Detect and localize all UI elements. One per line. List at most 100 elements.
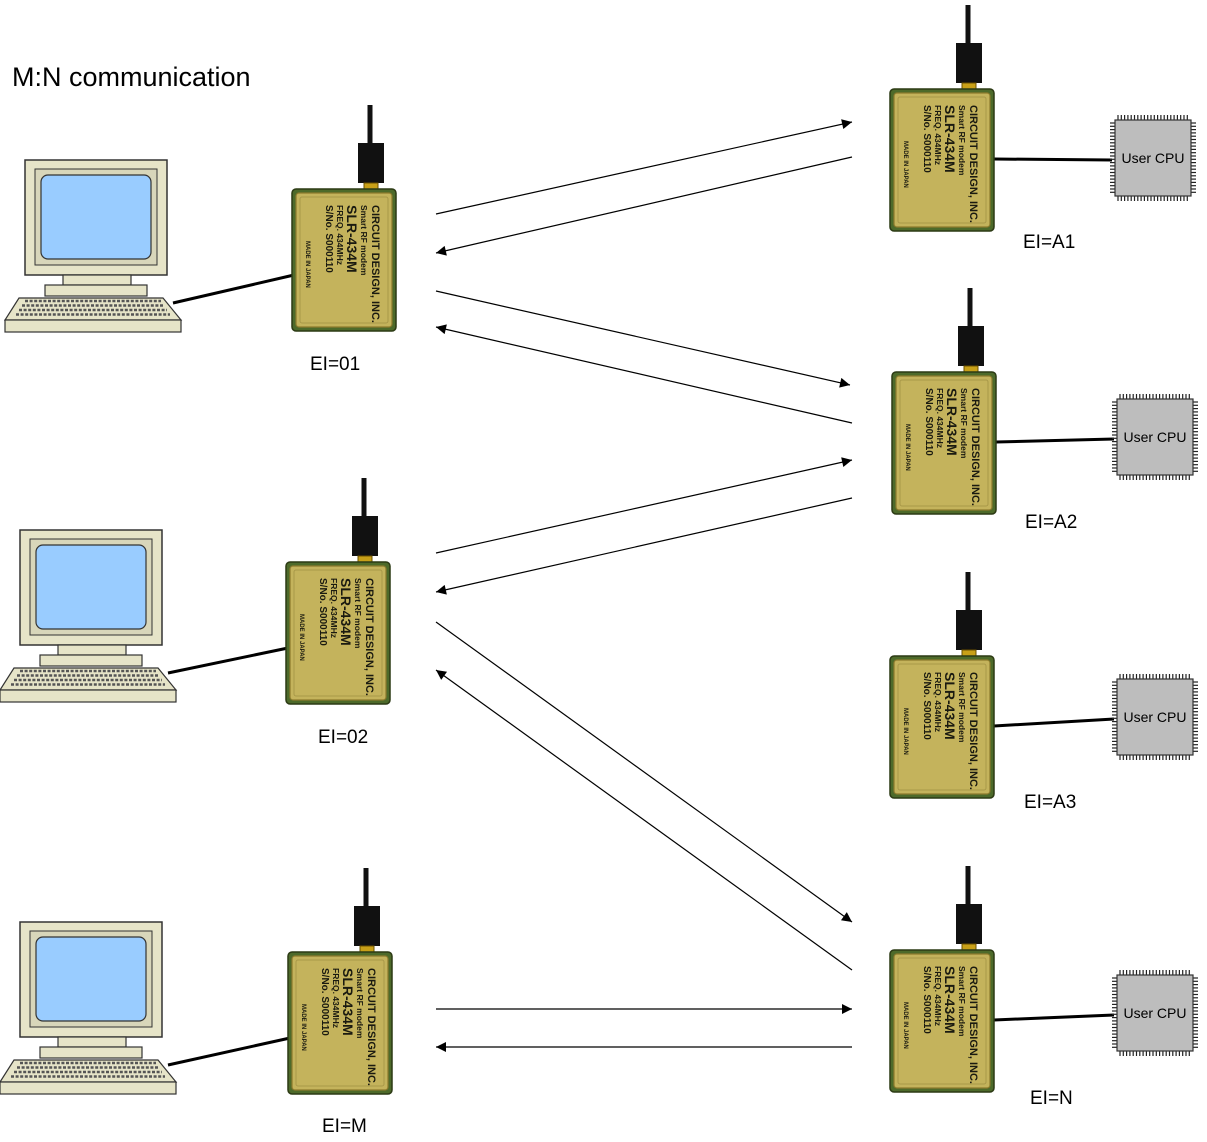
- modem-shield: [295, 192, 393, 328]
- modem-freq-text: FREQ. 434MHz: [335, 205, 345, 265]
- modem-serial-text: S/No. S000110: [323, 205, 334, 273]
- modem-subtitle-text: Smart RF modem: [957, 966, 967, 1037]
- rf-modem: CIRCUIT DESIGN, INC.Smart RF modemSLR-43…: [891, 288, 997, 515]
- rf-modem: CIRCUIT DESIGN, INC.Smart RF modemSLR-43…: [287, 868, 393, 1095]
- computer-icon: [0, 921, 178, 1095]
- ei-label-m3: EI=M: [322, 1116, 367, 1137]
- serial-cable: [167, 646, 289, 675]
- modem-freq-text: FREQ. 434MHz: [933, 966, 943, 1026]
- modem-origin-text: MADE IN JAPAN: [902, 1002, 908, 1049]
- modem-origin-text: MADE IN JAPAN: [300, 1004, 306, 1051]
- modem-brand-text: CIRCUIT DESIGN, INC.: [967, 672, 979, 790]
- link-arrow-m2-to-s2: [435, 457, 853, 554]
- modem-brand-text: CIRCUIT DESIGN, INC.: [365, 968, 377, 1086]
- modem-origin-text: MADE IN JAPAN: [902, 708, 908, 755]
- modem-serial-text: S/No. S000110: [921, 672, 932, 740]
- user-cpu-chip: User CPU: [1112, 394, 1198, 480]
- modem-freq-text: FREQ. 434MHz: [933, 105, 943, 165]
- screen: [35, 936, 147, 1022]
- serial-cable: [993, 717, 1115, 728]
- serial-cable: [993, 1013, 1115, 1022]
- modem-brand-text: CIRCUIT DESIGN, INC.: [967, 966, 979, 1084]
- rf-modem: CIRCUIT DESIGN, INC.Smart RF modemSLR-43…: [291, 105, 397, 332]
- link-arrow-m2-to-s4: [435, 621, 853, 923]
- ei-label-s2: EI=A2: [1025, 512, 1078, 533]
- antenna-connector: [956, 610, 982, 650]
- modem-origin-text: MADE IN JAPAN: [298, 614, 304, 661]
- modem-shield: [289, 565, 387, 701]
- ei-label-m2: EI=02: [318, 727, 369, 748]
- modem-shield: [893, 659, 991, 795]
- modem-subtitle-text: Smart RF modem: [957, 105, 967, 176]
- serial-cable: [167, 1036, 291, 1067]
- modem-origin-text: MADE IN JAPAN: [304, 241, 310, 288]
- modem-model-text: SLR-434M: [944, 388, 960, 456]
- modem-subtitle-text: Smart RF modem: [353, 578, 363, 649]
- modem-model-text: SLR-434M: [942, 966, 958, 1034]
- cpu-label: User CPU: [1123, 709, 1186, 725]
- modem-model-text: SLR-434M: [338, 578, 354, 646]
- modem-origin-text: MADE IN JAPAN: [904, 424, 910, 471]
- link-arrow-s1-to-m1: [435, 156, 853, 256]
- rf-modem: CIRCUIT DESIGN, INC.Smart RF modemSLR-43…: [285, 478, 391, 705]
- screen: [35, 544, 147, 630]
- modem-shield: [895, 375, 993, 511]
- serial-cable: [993, 157, 1113, 162]
- modem-subtitle-text: Smart RF modem: [957, 672, 967, 743]
- modem-brand-text: CIRCUIT DESIGN, INC.: [369, 205, 381, 323]
- cpu-label: User CPU: [1123, 429, 1186, 445]
- modem-shield: [291, 955, 389, 1091]
- ei-label-s4: EI=N: [1030, 1088, 1073, 1109]
- serial-cable: [172, 273, 295, 305]
- user-cpu-chip: User CPU: [1112, 970, 1198, 1056]
- cpu-label: User CPU: [1123, 1005, 1186, 1021]
- computer-icon: [3, 159, 183, 333]
- modem-subtitle-text: Smart RF modem: [359, 205, 369, 276]
- modem-shield: [893, 92, 991, 228]
- modem-freq-text: FREQ. 434MHz: [329, 578, 339, 638]
- modem-model-text: SLR-434M: [344, 205, 360, 273]
- computer-icon: [0, 529, 178, 703]
- antenna-connector: [352, 516, 378, 556]
- modem-brand-text: CIRCUIT DESIGN, INC.: [363, 578, 375, 696]
- modem-freq-text: FREQ. 434MHz: [933, 672, 943, 732]
- link-arrow-s2-to-m1: [435, 324, 853, 424]
- rf-modem: CIRCUIT DESIGN, INC.Smart RF modemSLR-43…: [889, 866, 995, 1093]
- modem-subtitle-text: Smart RF modem: [355, 968, 365, 1039]
- screen: [40, 174, 152, 260]
- modem-serial-text: S/No. S000110: [921, 966, 932, 1034]
- antenna-connector: [358, 143, 384, 183]
- rf-modem: CIRCUIT DESIGN, INC.Smart RF modemSLR-43…: [889, 5, 995, 232]
- ei-label-m1: EI=01: [310, 354, 361, 375]
- modem-shield: [893, 953, 991, 1089]
- modem-subtitle-text: Smart RF modem: [959, 388, 969, 459]
- serial-cable: [995, 437, 1115, 444]
- antenna-connector: [956, 904, 982, 944]
- link-arrow-s4-to-m2: [435, 669, 853, 971]
- link-arrow-m1-to-s1: [435, 119, 853, 215]
- modem-brand-text: CIRCUIT DESIGN, INC.: [967, 105, 979, 223]
- user-cpu-chip: User CPU: [1112, 674, 1198, 760]
- modem-model-text: SLR-434M: [942, 105, 958, 173]
- antenna-connector: [354, 906, 380, 946]
- modem-serial-text: S/No. S000110: [921, 105, 932, 173]
- modem-model-text: SLR-434M: [340, 968, 356, 1036]
- page-title: M:N communication: [12, 62, 251, 92]
- ei-label-s1: EI=A1: [1023, 232, 1076, 253]
- modem-origin-text: MADE IN JAPAN: [902, 141, 908, 188]
- antenna-connector: [956, 43, 982, 83]
- modem-model-text: SLR-434M: [942, 672, 958, 740]
- modem-brand-text: CIRCUIT DESIGN, INC.: [969, 388, 981, 506]
- antenna-connector: [958, 326, 984, 366]
- modem-serial-text: S/No. S000110: [319, 968, 330, 1036]
- ei-label-s3: EI=A3: [1024, 792, 1077, 813]
- modem-freq-text: FREQ. 434MHz: [331, 968, 341, 1028]
- rf-modem: CIRCUIT DESIGN, INC.Smart RF modemSLR-43…: [889, 572, 995, 799]
- cpu-label: User CPU: [1121, 150, 1184, 166]
- link-arrow-m1-to-s2: [435, 290, 851, 388]
- modem-serial-text: S/No. S000110: [923, 388, 934, 456]
- user-cpu-chip: User CPU: [1110, 115, 1196, 201]
- modem-freq-text: FREQ. 434MHz: [935, 388, 945, 448]
- modem-serial-text: S/No. S000110: [317, 578, 328, 646]
